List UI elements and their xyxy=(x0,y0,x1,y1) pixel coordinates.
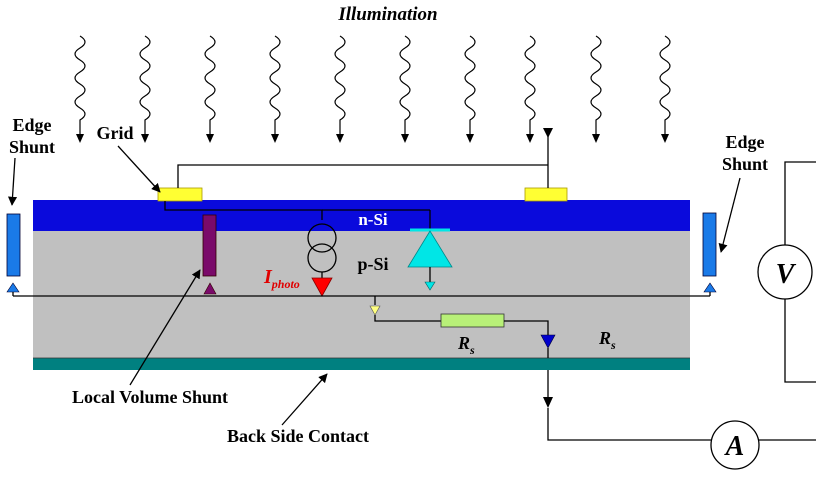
illumination-ray-arrowhead xyxy=(401,134,409,143)
ammeter-label: A xyxy=(724,431,745,462)
illumination-ray-arrowhead xyxy=(76,134,84,143)
illumination-ray xyxy=(74,35,86,136)
n-si-layer xyxy=(33,200,690,231)
illumination-ray-arrowhead xyxy=(592,134,600,143)
local-volume-shunt-label: Local Volume Shunt xyxy=(72,387,228,407)
illumination-title: Illumination xyxy=(337,4,437,25)
rs-label-center: Rs xyxy=(457,333,475,357)
illumination-ray-arrowhead xyxy=(526,134,534,143)
illumination-ray xyxy=(659,35,671,136)
local-volume-shunt-bar xyxy=(202,214,217,277)
ammeter-circle xyxy=(710,420,760,470)
illumination-ray xyxy=(269,35,281,136)
illumination-ray-arrowhead xyxy=(271,134,279,143)
back-side-contact-layer xyxy=(33,358,690,370)
voltmeter-label: V xyxy=(776,259,797,290)
edge-shunt-left-line2: Shunt xyxy=(9,137,55,157)
illumination-rays xyxy=(74,35,671,143)
edge-shunt-left-bar xyxy=(6,213,21,277)
edge-shunt-right-line2: Shunt xyxy=(722,154,768,174)
photo-current-source xyxy=(307,223,337,297)
illumination-ray xyxy=(334,35,346,136)
grid-finger-left xyxy=(157,187,203,202)
p-si-layer xyxy=(33,231,690,359)
diode-symbol xyxy=(407,228,453,291)
p-si-label: p-Si xyxy=(357,254,388,274)
illumination-ray xyxy=(139,35,151,136)
illumination-ray-arrowhead xyxy=(336,134,344,143)
n-si-label: n-Si xyxy=(358,210,388,229)
rs-label-right: Rs xyxy=(598,328,616,352)
back-side-contact-label: Back Side Contact xyxy=(227,426,369,446)
edge-shunt-left-line1: Edge xyxy=(12,115,51,135)
grid-finger-right xyxy=(524,187,568,202)
edge-shunt-right-line1: Edge xyxy=(725,132,764,152)
illumination-ray-arrowhead xyxy=(466,134,474,143)
illumination-ray-arrowhead xyxy=(141,134,149,143)
illumination-ray xyxy=(464,35,476,136)
illumination-ray xyxy=(399,35,411,136)
illumination-ray xyxy=(590,35,602,136)
illumination-ray xyxy=(524,35,536,136)
series-resistor xyxy=(440,313,505,328)
i-photo-label: Iphoto xyxy=(263,266,300,291)
edge-shunt-right-bar xyxy=(702,212,717,277)
grid-label: Grid xyxy=(96,123,133,143)
illumination-ray-arrowhead xyxy=(661,134,669,143)
illumination-ray xyxy=(204,35,216,136)
illumination-ray-arrowhead xyxy=(206,134,214,143)
